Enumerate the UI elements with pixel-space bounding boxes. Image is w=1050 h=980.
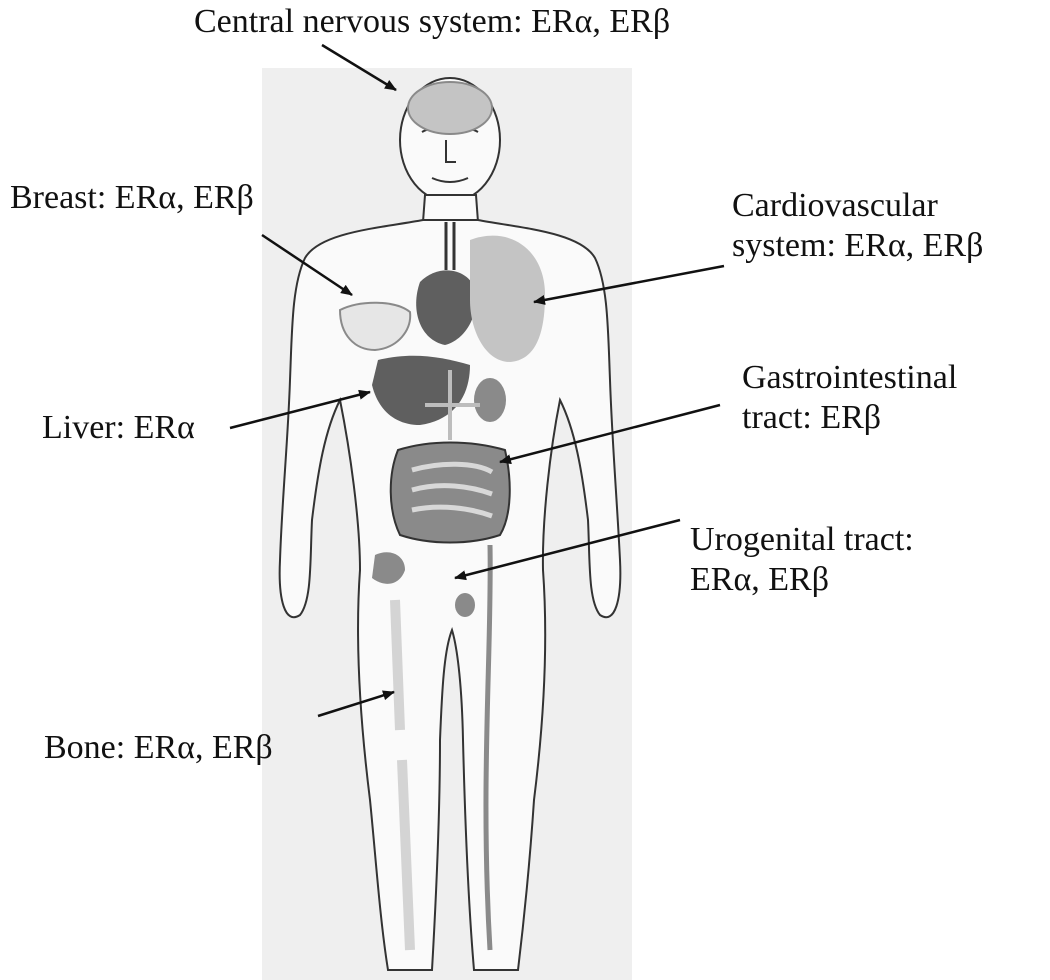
label-liver: Liver: ERα (42, 408, 195, 448)
label-bone-text: Bone: ERα, ERβ (44, 728, 273, 768)
label-liver-text: Liver: ERα (42, 408, 195, 448)
label-cardiovascular: Cardiovascular system: ERα, ERβ (732, 186, 983, 266)
label-bone: Bone: ERα, ERβ (44, 728, 273, 768)
brain (408, 82, 492, 134)
kidney (474, 378, 506, 422)
intestine (391, 443, 510, 543)
label-urogenital: Urogenital tract: ERα, ERβ (690, 520, 914, 600)
label-central-nervous-system: Central nervous system: ERα, ERβ (194, 2, 670, 42)
label-cardio-line1: Cardiovascular (732, 186, 983, 226)
label-breast: Breast: ERα, ERβ (10, 178, 254, 218)
label-gi-line1: Gastrointestinal (742, 358, 957, 398)
label-cns-text: Central nervous system: ERα, ERβ (194, 2, 670, 42)
label-breast-text: Breast: ERα, ERβ (10, 178, 254, 218)
label-gastrointestinal: Gastrointestinal tract: ERβ (742, 358, 957, 438)
label-cardio-line2: system: ERα, ERβ (732, 226, 983, 266)
urogenital-organ (455, 593, 475, 617)
label-uro-line2: ERα, ERβ (690, 560, 914, 600)
label-uro-line1: Urogenital tract: (690, 520, 914, 560)
label-gi-line2: tract: ERβ (742, 398, 957, 438)
